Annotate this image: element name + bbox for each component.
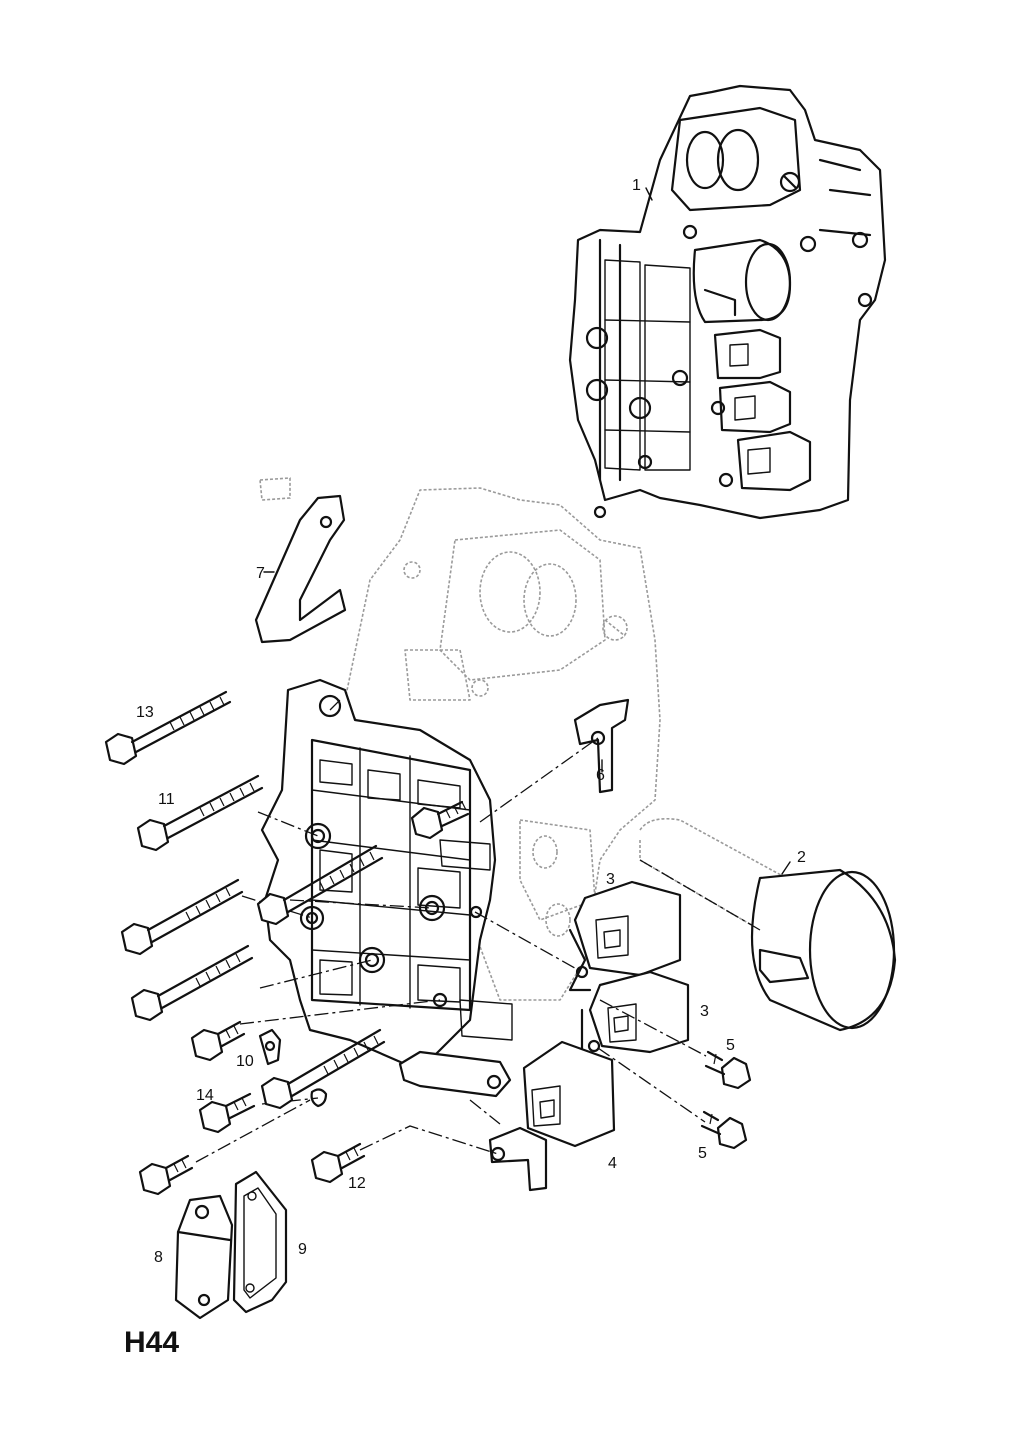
callout-ticks: [263, 187, 791, 875]
ghost-valve-body-outline: [259, 477, 661, 1001]
solenoid-cylinder: [639, 817, 897, 1032]
cover-part-8: [174, 1194, 234, 1320]
callout-4: 4: [608, 1155, 617, 1172]
bolt-13: [104, 690, 232, 766]
callout-7: 7: [256, 565, 265, 582]
callout-9: 9: [298, 1241, 307, 1258]
callout-3-lower: 3: [700, 1003, 709, 1020]
callout-10: 10: [236, 1053, 254, 1070]
bolt-5-lower: [700, 1110, 748, 1150]
bracket-part-6: [573, 698, 630, 794]
bolt-14: [198, 1092, 256, 1134]
long-bolt-upper: [410, 800, 470, 840]
bolt-5-upper: [704, 1050, 752, 1090]
switch-part-3-lower: [580, 970, 690, 1062]
callout-12: 12: [348, 1175, 366, 1192]
valve-body-plate: [260, 678, 513, 1066]
long-bolt-lower: [260, 1028, 386, 1110]
callout-11: 11: [158, 791, 175, 808]
callout-14: 14: [196, 1087, 214, 1104]
switch-part-4: [398, 1040, 616, 1192]
diagram-code: H44: [124, 1326, 179, 1359]
callout-labels: 1 2 3 3 4 5 5 6 7 8 9 10 11 12 13 14: [136, 177, 806, 1266]
bolt-11: [136, 774, 264, 852]
callout-3-upper: 3: [606, 871, 615, 888]
callout-5-upper: 5: [726, 1037, 735, 1054]
callout-1: 1: [632, 177, 641, 194]
switch-part-3-upper: [568, 880, 682, 992]
washer-part-10: [258, 1028, 328, 1108]
callout-8: 8: [154, 1249, 163, 1266]
callout-13: 13: [136, 704, 154, 721]
callout-5-lower: 5: [698, 1145, 707, 1162]
bolt-left-2: [130, 944, 254, 1022]
long-bolt-middle: [256, 844, 384, 926]
retaining-clip: [254, 494, 347, 644]
bolt-left-1: [120, 878, 244, 956]
bolt-12: [310, 1142, 366, 1184]
valve-body-assembly: [568, 84, 887, 520]
callout-6: 6: [596, 767, 605, 784]
gasket-part-9: [232, 1170, 288, 1314]
short-bolt-plate: [190, 1020, 246, 1062]
bolt-lower-left: [138, 1154, 194, 1196]
callout-2: 2: [797, 849, 806, 866]
